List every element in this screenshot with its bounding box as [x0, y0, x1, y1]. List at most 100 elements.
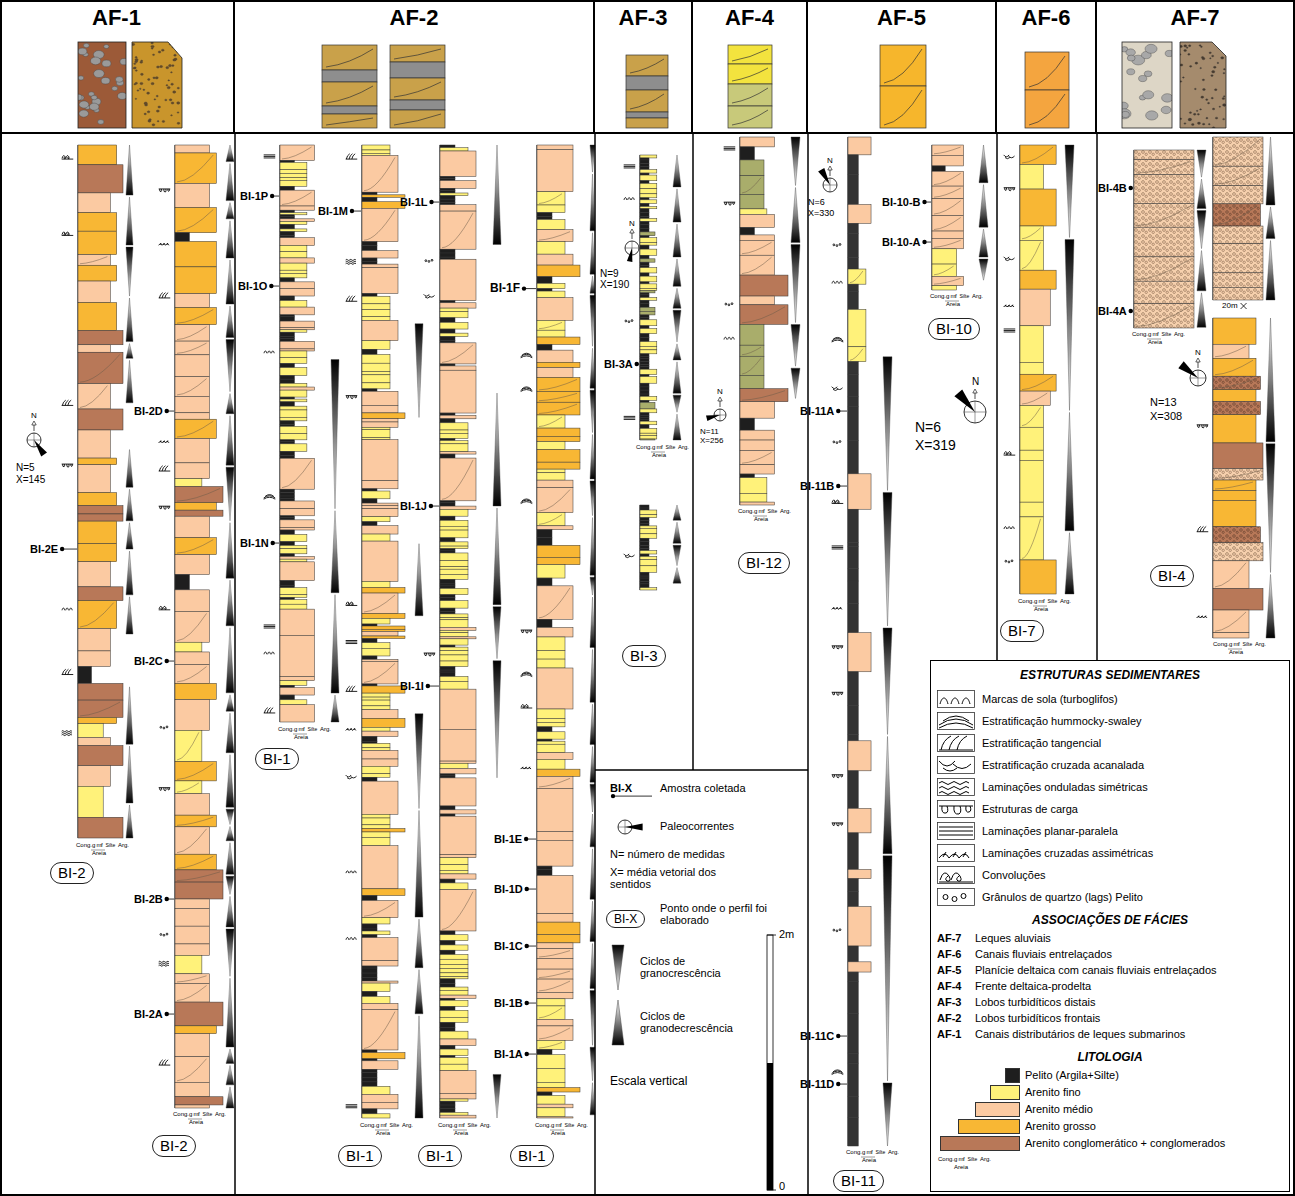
bed-lamina — [539, 490, 570, 512]
bed — [280, 534, 307, 541]
sample-label: BI-2B — [134, 893, 163, 905]
bed — [537, 488, 573, 513]
pebble — [165, 99, 167, 101]
legend-text: Estruturas de carga — [982, 803, 1078, 815]
grain-size-axis: g — [1034, 598, 1037, 605]
pebble — [112, 86, 118, 90]
facies-name: Frente deltaica-prodelta — [975, 980, 1091, 992]
bed — [932, 286, 957, 290]
legend-heading: ASSOCIAÇÕES DE FÁCIES — [931, 914, 1289, 927]
cycle-triangle — [226, 1087, 234, 1108]
swatch-lamina — [732, 68, 768, 81]
bed — [78, 303, 117, 331]
bed — [440, 211, 476, 249]
pebble — [1182, 77, 1184, 78]
bed — [537, 637, 565, 651]
bed — [175, 909, 210, 927]
bed — [440, 979, 455, 984]
bed — [175, 183, 210, 207]
bed — [1213, 244, 1263, 273]
structure-symbol — [624, 198, 634, 200]
pebble — [173, 91, 176, 93]
bed — [537, 265, 580, 277]
bed — [175, 652, 210, 665]
swatch-band — [1025, 90, 1069, 128]
structure-swatch — [937, 778, 975, 796]
grain-size-axis: m — [951, 293, 956, 300]
bed — [280, 263, 307, 270]
swatch-band — [322, 82, 377, 106]
bed — [440, 501, 455, 503]
bed — [537, 619, 552, 627]
bed-lamina — [364, 595, 395, 612]
grain-size-axis: Arg. — [480, 1122, 491, 1129]
grain-size-axis: m — [459, 1122, 464, 1129]
bed — [175, 762, 216, 781]
pebble — [158, 51, 161, 53]
bed — [1134, 175, 1194, 204]
profile-label-box: BI-12 — [738, 552, 790, 574]
bed — [362, 832, 390, 837]
grain-size-axis: Arg. — [320, 726, 331, 733]
sample-leader — [431, 506, 439, 507]
bed — [640, 551, 657, 554]
bed — [932, 155, 964, 166]
swatch-band — [626, 118, 668, 128]
bed — [362, 192, 377, 195]
bed — [440, 343, 476, 364]
bed — [537, 213, 552, 217]
bed — [362, 781, 398, 814]
swatch-outline — [132, 42, 182, 128]
structure-symbol — [159, 506, 171, 509]
bed — [440, 561, 468, 567]
grain-size-axis: g — [862, 1149, 865, 1156]
pebble — [177, 102, 180, 104]
bed — [1134, 150, 1194, 160]
bed-lamina — [1136, 162, 1191, 174]
scale-tick — [767, 935, 776, 936]
pebble — [153, 77, 155, 79]
pebble — [1211, 97, 1213, 99]
legend-heading: LITOLOGIA — [931, 1051, 1289, 1064]
bed — [848, 137, 871, 155]
bed — [280, 588, 307, 595]
bed — [640, 350, 657, 354]
paleocurrent-stat: N=6 — [808, 198, 825, 208]
bed — [537, 350, 573, 362]
bed — [740, 493, 767, 502]
bed-lamina — [177, 379, 207, 395]
cycle-triangle — [126, 523, 133, 549]
bed — [1020, 289, 1050, 326]
bed — [740, 275, 788, 296]
bed — [537, 450, 580, 463]
facies-code: AF-1 — [0, 6, 233, 30]
bed — [640, 505, 649, 508]
bed — [440, 303, 476, 308]
legend-text: Arenito fino — [1025, 1086, 1081, 1098]
bed — [280, 604, 307, 609]
grain-size-axis: Silte — [1162, 332, 1172, 338]
north-label: N — [972, 376, 979, 387]
cycle-triangle — [883, 492, 892, 625]
bed-lamina — [1215, 612, 1246, 631]
structure-symbol-line — [1004, 305, 1014, 307]
bed — [640, 542, 649, 546]
bed — [640, 428, 657, 433]
bed — [362, 1073, 377, 1078]
cycle-triangle — [673, 189, 681, 222]
bed — [175, 955, 202, 973]
bed — [175, 611, 210, 642]
profile-label-box: BI-7 — [1000, 620, 1044, 642]
swatch-band — [880, 45, 926, 86]
bed — [362, 684, 377, 686]
bed-lamina — [177, 732, 199, 760]
swatch-band — [322, 70, 377, 82]
bed — [440, 945, 468, 950]
bed — [440, 998, 455, 1000]
structure-symbol — [159, 606, 171, 609]
bed — [280, 330, 307, 332]
pebble — [1165, 50, 1172, 56]
bed — [740, 147, 754, 160]
pebble — [135, 70, 137, 72]
pebble — [134, 63, 136, 65]
